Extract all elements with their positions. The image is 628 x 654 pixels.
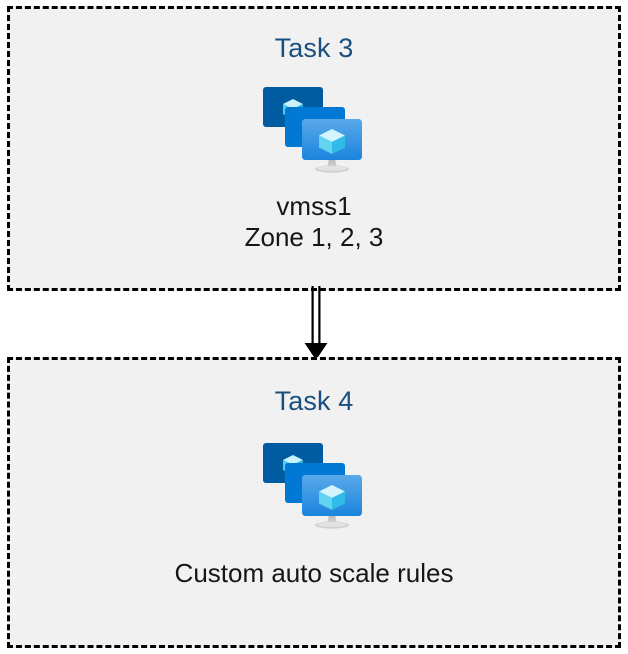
task-box-task-3: Task 3 [7,6,621,291]
task-3-title: Task 3 [274,33,354,63]
task-4-title: Task 4 [274,386,354,416]
vmss-icon [262,87,362,173]
task-3-caption: vmss1 Zone 1, 2, 3 [245,191,384,252]
task-box-task-4: Task 4 [7,357,621,648]
task-4-caption-line-1: Custom auto scale rules [174,558,454,588]
task-3-caption-line-1: vmss1 [276,191,352,221]
connector-arrow-icon [304,286,328,360]
task-3-caption-line-2: Zone 1, 2, 3 [244,221,384,252]
task-4-caption: Custom auto scale rules [175,558,454,589]
vmss-icon [262,443,362,529]
